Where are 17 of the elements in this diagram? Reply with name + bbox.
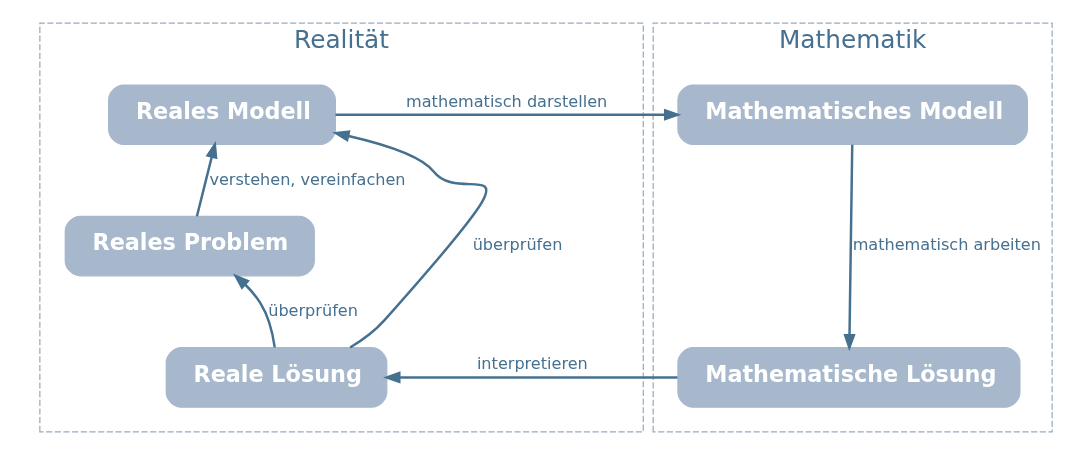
arrow <box>232 273 276 348</box>
arrow <box>332 130 487 349</box>
edge-label: mathematisch arbeiten <box>852 235 1041 255</box>
edge-label: mathematisch darstellen <box>406 91 608 111</box>
node-box: Reale Lösung <box>165 347 388 408</box>
edge-label: überprüfen <box>268 300 358 320</box>
edge-label: überprüfen <box>472 235 563 255</box>
node-box: Mathematisches Modell <box>677 84 1028 146</box>
edge-label: interpretieren <box>476 354 588 374</box>
node-box: Mathematische Lösung <box>677 347 1021 408</box>
node-box: Reales Problem <box>64 215 315 277</box>
arrow <box>383 371 678 384</box>
arrow <box>335 108 682 121</box>
edge-label: verstehen, vereinfachen <box>209 169 406 189</box>
arrow <box>843 144 856 352</box>
node-box: Reales Modell <box>108 84 336 146</box>
arrow <box>195 140 218 217</box>
